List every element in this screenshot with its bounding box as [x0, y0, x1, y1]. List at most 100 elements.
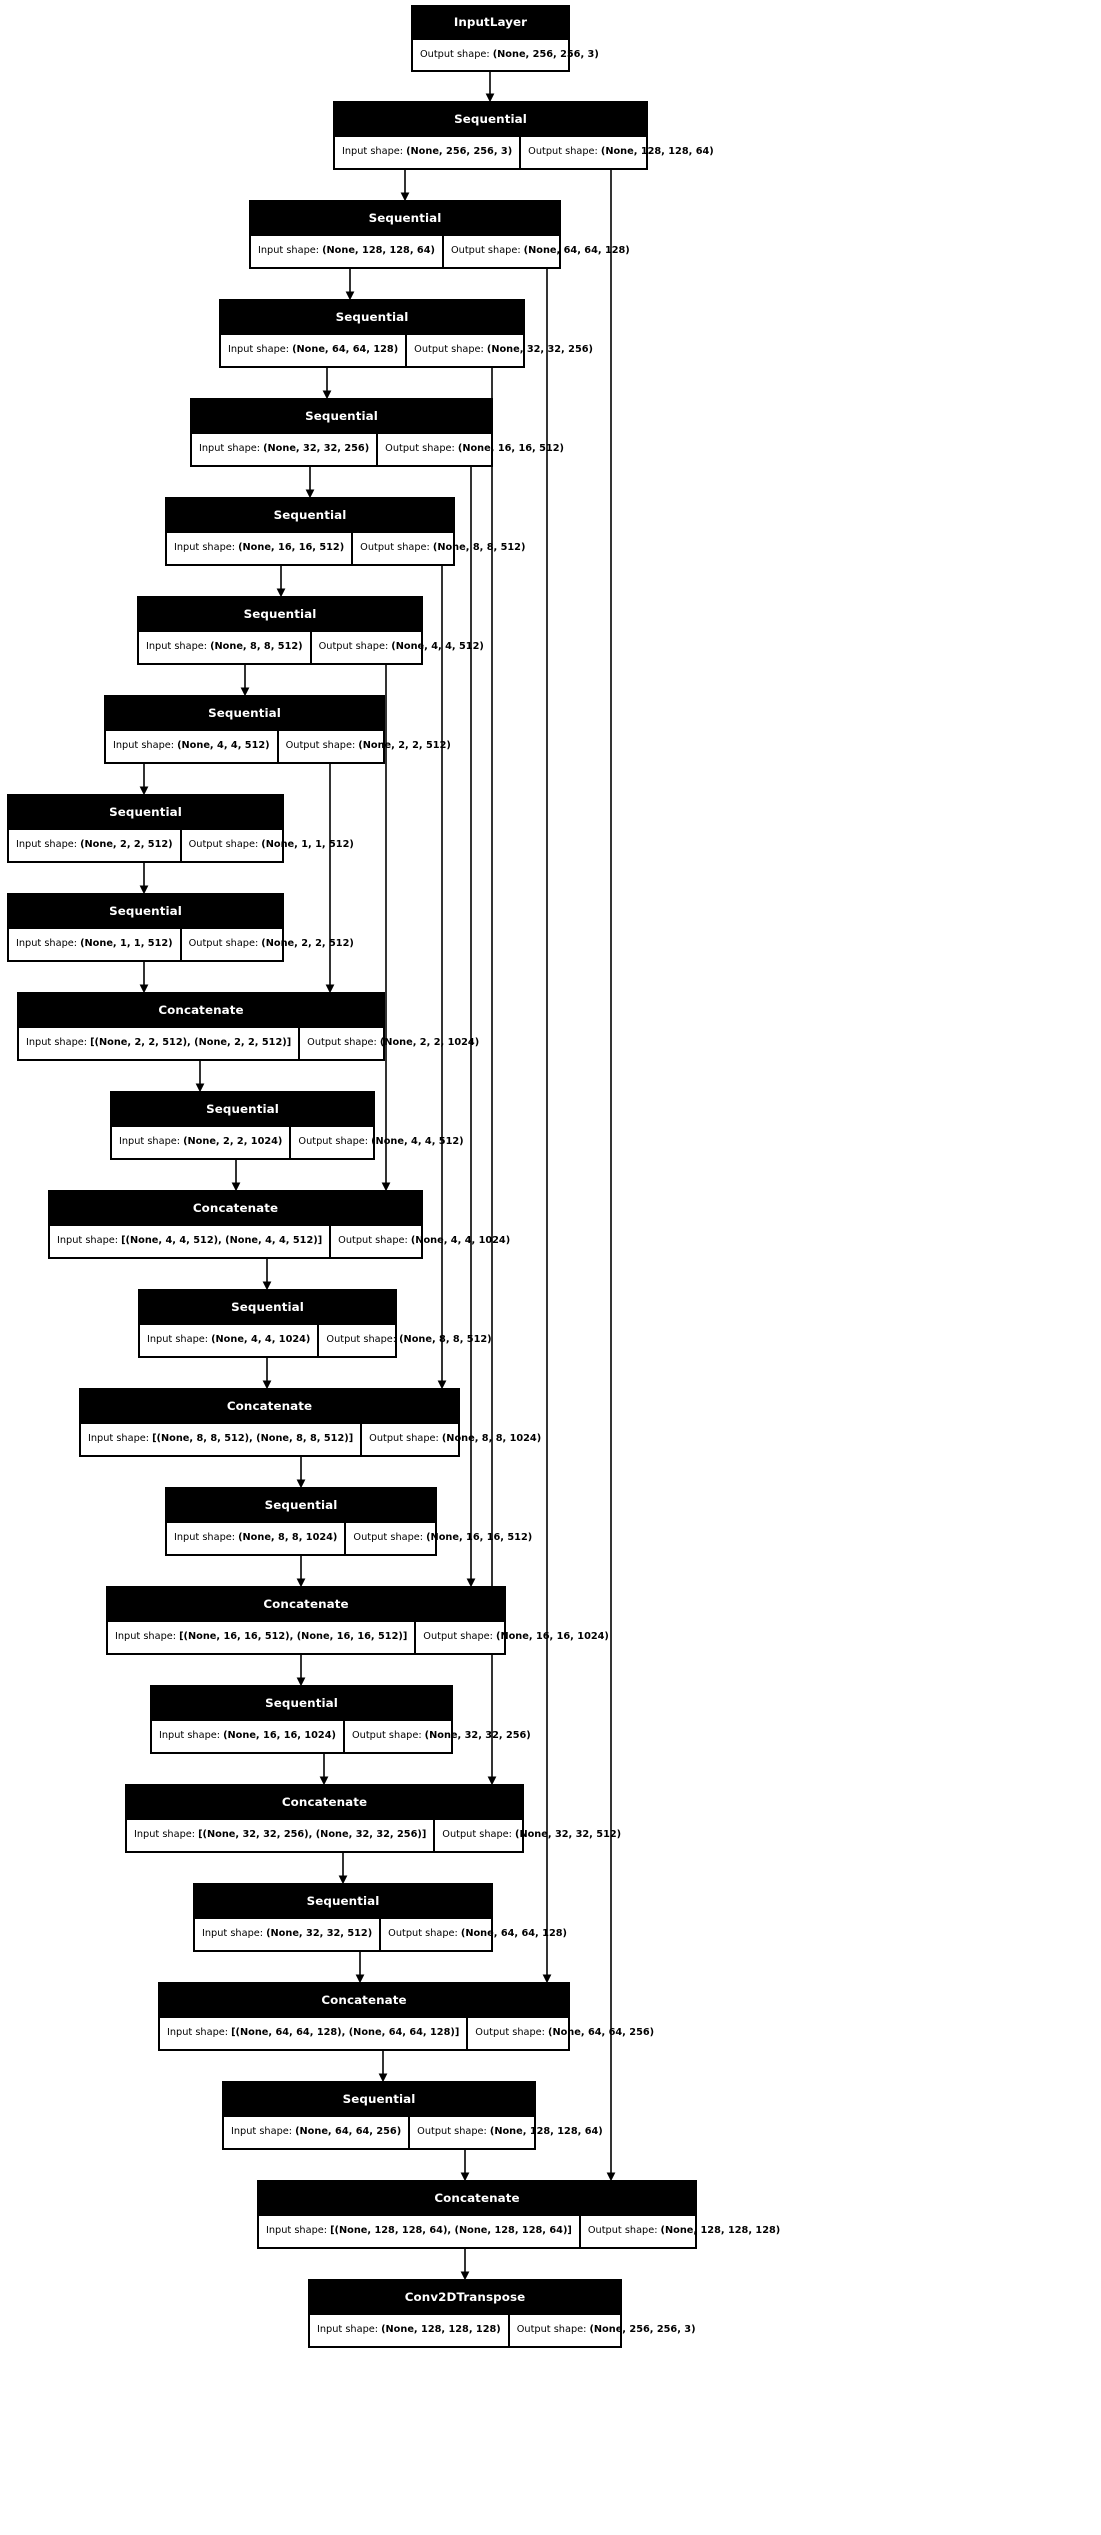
node-shape-row: Input shape:[(None, 32, 32, 256), (None,…	[127, 1820, 621, 1851]
node-shape-row: Input shape:(None, 32, 32, 512) Output sh…	[195, 1919, 567, 1950]
input-shape-cell: Input shape:[(None, 128, 128, 64), (None…	[259, 2216, 579, 2247]
node-shape-row: Input shape:[(None, 64, 64, 128), (None,…	[160, 2018, 654, 2049]
shape-value: (None, 2, 2, 512)	[80, 839, 173, 851]
shape-label: Output shape:	[388, 1928, 458, 1940]
output-shape-cell: Output shape:(None, 1, 1, 512)	[179, 830, 361, 861]
shape-label: Input shape:	[16, 938, 78, 950]
shape-value: (None, 16, 16, 512)	[457, 443, 564, 455]
shape-label: Output shape:	[417, 2126, 487, 2138]
shape-value: (None, 2, 2, 512)	[358, 740, 451, 752]
node-shape-row: Input shape:(None, 128, 128, 64)Output s…	[251, 236, 630, 267]
shape-value: (None, 32, 32, 512)	[514, 1829, 622, 1841]
shape-value: (None, 32, 32, 256)	[486, 344, 593, 356]
shape-value: (None, 4, 4, 1024)	[211, 1334, 311, 1346]
shape-value: (None, 64, 64, 256)	[295, 2126, 402, 2138]
input-shape-cell: Input shape:(None, 32, 32, 256)	[192, 434, 376, 465]
shape-value: (None, 256, 256, 3)	[406, 146, 513, 158]
output-shape-cell: Output shape:(None, 16, 16, 1024)	[414, 1622, 616, 1653]
node-shape-row: Input shape:(None, 1, 1, 512)Output shap…	[9, 929, 354, 960]
output-shape-cell: Output shape:(None, 128, 128, 128)	[578, 2216, 787, 2247]
node-title: Sequential	[140, 1290, 395, 1325]
output-shape-cell: Output shape:(None, 4, 4, 512)	[309, 632, 491, 663]
output-shape-cell: Output shape:(None, 64, 64, 128)	[379, 1919, 574, 1950]
input-shape-cell: Input shape:(None, 256, 256, 3)	[335, 137, 519, 168]
shape-label: Input shape:	[113, 740, 175, 752]
input-shape-cell: Input shape:(None, 32, 32, 512)	[195, 1919, 379, 1950]
output-shape-cell: Output shape:(None, 2, 2, 512)	[276, 731, 458, 762]
node-title: Conv2DTranspose	[310, 2280, 620, 2315]
input-shape-cell: Input shape:(None, 4, 4, 1024)	[140, 1325, 317, 1356]
shape-label: Output shape:	[414, 344, 484, 356]
input-shape-cell: Input shape:(None, 2, 2, 1024)	[112, 1127, 289, 1158]
input-shape-cell: Input shape:[(None, 2, 2, 512), (None, 2…	[19, 1028, 298, 1059]
node-shape-row: Input shape:(None, 8, 8, 1024)Output sha…	[167, 1523, 532, 1554]
shape-value: (None, 16, 16, 512)	[238, 542, 345, 554]
input-shape-cell: Input shape:[(None, 16, 16, 512), (None,…	[108, 1622, 414, 1653]
node-title: Sequential	[9, 795, 282, 830]
shape-value: (None, 256, 256, 3)	[589, 2324, 696, 2336]
shape-label: Output shape:	[326, 1334, 397, 1346]
output-shape-cell: Output shape:(None, 128, 128, 64)	[519, 137, 721, 168]
output-shape-cell: Output shape:(None, 32, 32, 256)	[405, 335, 600, 366]
shape-value: (None, 64, 64, 128)	[523, 245, 630, 257]
shape-label: Input shape:	[26, 1037, 88, 1049]
shape-label: Output shape:	[188, 938, 259, 950]
shape-value: (None, 2, 2, 512)	[261, 938, 354, 950]
shape-value: (None, 128, 128, 64)	[489, 2126, 603, 2138]
node-title: InputLayer	[413, 6, 568, 40]
node-title: Sequential	[112, 1092, 373, 1127]
node-shape-row: Input shape:[(None, 8, 8, 512), (None, 8…	[81, 1424, 541, 1455]
input-shape-cell: Input shape:(None, 16, 16, 1024)	[152, 1721, 343, 1752]
shape-label: Output shape:	[420, 48, 490, 60]
shape-label: Output shape:	[587, 2225, 658, 2237]
shape-value: (None, 1, 1, 512)	[261, 839, 354, 851]
shape-value: [(None, 8, 8, 512), (None, 8, 8, 512)]	[152, 1433, 354, 1445]
input-shape-cell: Input shape:[(None, 8, 8, 512), (None, 8…	[81, 1424, 360, 1455]
shape-label: Input shape:	[146, 641, 208, 653]
output-shape-cell: Output shape:(None, 256, 256, 3)	[507, 2315, 703, 2346]
node-shape-row: Input shape:(None, 16, 16, 1024)Output s…	[152, 1721, 531, 1752]
shape-label: Input shape:	[258, 245, 320, 257]
node-shape-row: Input shape:[(None, 16, 16, 512), (None,…	[108, 1622, 609, 1653]
shape-value: (None, 4, 4, 512)	[371, 1136, 464, 1148]
output-shape-cell: Output shape:(None, 2, 2, 1024)	[298, 1028, 486, 1059]
shape-value: (None, 8, 8, 512)	[210, 641, 303, 653]
node-title: Concatenate	[127, 1785, 522, 1820]
node-shape-row: Input shape:(None, 32, 32, 256)Output sh…	[192, 434, 564, 465]
shape-label: Input shape:	[134, 1829, 196, 1841]
input-shape-cell: Input shape:(None, 64, 64, 256)	[224, 2117, 408, 2148]
node-shape-row: Input shape:(None, 4, 4, 1024) Output sha…	[140, 1325, 492, 1356]
shape-label: Input shape:	[317, 2324, 379, 2336]
node-shape-row: Output shape:(None, 256, 256, 3)	[413, 39, 599, 70]
node-shape-row: Input shape:(None, 2, 2, 512)Output shap…	[9, 830, 354, 861]
output-shape-cell: Output shape:(None, 32, 32, 512)	[433, 1820, 628, 1851]
shape-label: Input shape:	[147, 1334, 209, 1346]
shape-value: (None, 4, 4, 512)	[177, 740, 270, 752]
node-shape-row: Input shape:(None, 8, 8, 512)Output shap…	[139, 632, 484, 663]
